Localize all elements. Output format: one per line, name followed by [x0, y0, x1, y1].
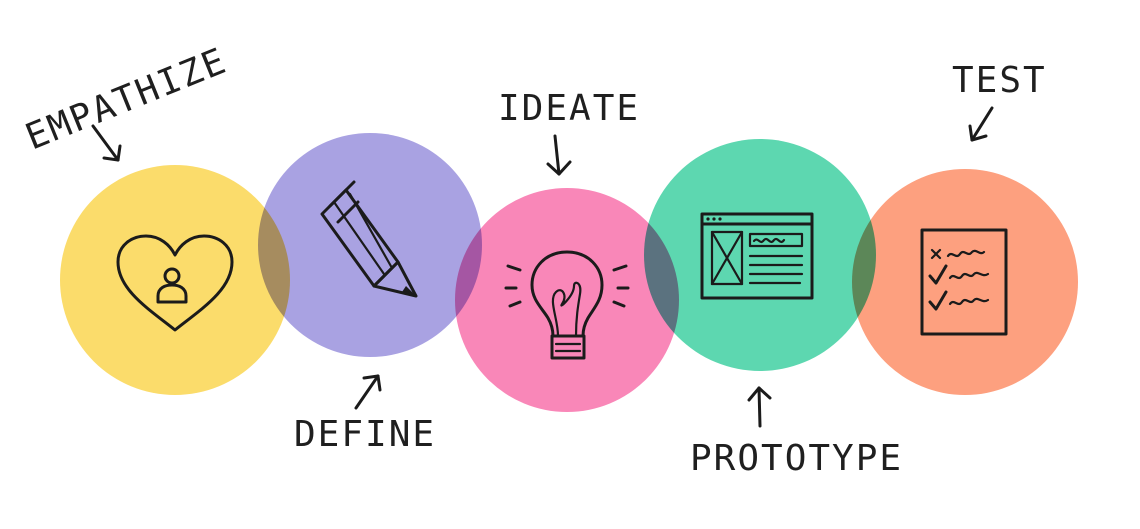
test-circle — [852, 169, 1078, 395]
prototype-label: PROTOTYPE — [690, 438, 903, 479]
lightbulb-icon — [504, 250, 630, 360]
define-arrow-icon — [354, 374, 382, 410]
empathize-circle — [60, 165, 290, 395]
test-arrow-icon — [968, 106, 994, 142]
define-circle — [258, 133, 482, 357]
test-label: TEST — [952, 60, 1047, 101]
pencil-icon — [320, 180, 418, 298]
empathize-label: EMPATHIZE — [20, 41, 233, 159]
checklist-icon — [920, 228, 1008, 336]
prototype-arrow-icon — [747, 386, 772, 428]
ideate-arrow-icon — [546, 134, 572, 176]
ideate-label: IDEATE — [498, 88, 640, 129]
heart-person-icon — [116, 234, 234, 332]
define-label: DEFINE — [294, 414, 436, 455]
empathize-arrow-icon — [91, 124, 122, 162]
browser-wireframe-icon — [700, 212, 814, 300]
